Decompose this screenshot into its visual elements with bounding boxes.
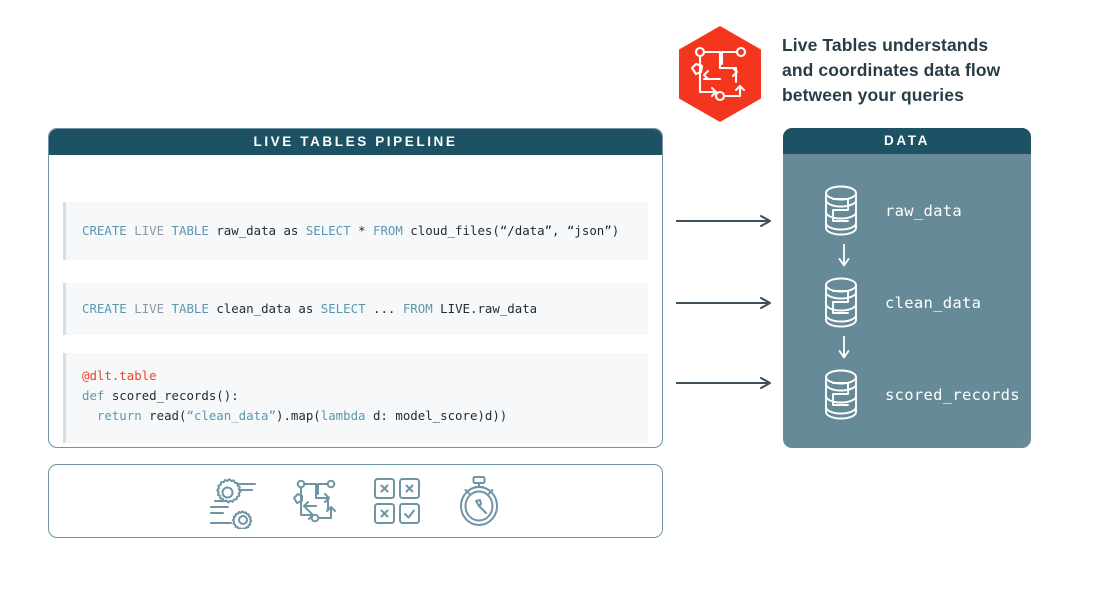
gears-settings-icon[interactable]: [205, 473, 261, 529]
data-panel-body: raw_data: [783, 154, 1031, 448]
data-panel-title: DATA: [783, 128, 1031, 154]
data-panel: DATA raw_data: [783, 128, 1031, 448]
arrow-to-raw-data: [676, 214, 776, 227]
data-item-scored-records[interactable]: scored_records: [783, 362, 1031, 428]
code-block-create-clean-data[interactable]: CREATE LIVE TABLE clean_data as SELECT .…: [63, 283, 648, 335]
icon-row: [49, 465, 662, 537]
code-block-create-raw-data[interactable]: CREATE LIVE TABLE raw_data as SELECT * F…: [63, 202, 648, 260]
data-item-clean-data[interactable]: clean_data: [783, 270, 1031, 336]
code-text: CREATE LIVE TABLE clean_data as SELECT .…: [82, 301, 538, 316]
pipeline-flow-hexagon-icon: [676, 24, 764, 124]
callout-text: Live Tables understands and coordinates …: [782, 35, 1001, 105]
arrow-to-clean-data: [676, 296, 776, 309]
callout: Live Tables understands and coordinates …: [676, 24, 1000, 124]
data-flow-arrow-1: [783, 244, 1031, 270]
data-item-raw-data[interactable]: raw_data: [783, 178, 1031, 244]
code-text: CREATE LIVE TABLE raw_data as SELECT * F…: [82, 223, 620, 238]
pipeline-panel-body: CREATE LIVE TABLE raw_data as SELECT * F…: [49, 155, 662, 447]
database-cylinder-icon: [825, 185, 857, 236]
data-item-label: raw_data: [885, 202, 963, 220]
data-flow-arrow-2: [783, 336, 1031, 362]
feature-icon-strip: [48, 464, 663, 538]
data-item-label: scored_records: [885, 386, 1020, 404]
pipeline-panel-title: LIVE TABLES PIPELINE: [49, 129, 662, 155]
database-cylinder-icon: [825, 277, 857, 328]
database-cylinder-icon: [825, 369, 857, 420]
pipeline-flow-icon[interactable]: [287, 473, 343, 529]
stopwatch-icon[interactable]: [451, 473, 507, 529]
quality-checks-grid-icon[interactable]: [369, 473, 425, 529]
data-item-label: clean_data: [885, 294, 982, 312]
live-tables-pipeline-panel: LIVE TABLES PIPELINE CREATE LIVE TABLE r…: [48, 128, 663, 448]
arrow-to-scored-records: [676, 376, 776, 389]
